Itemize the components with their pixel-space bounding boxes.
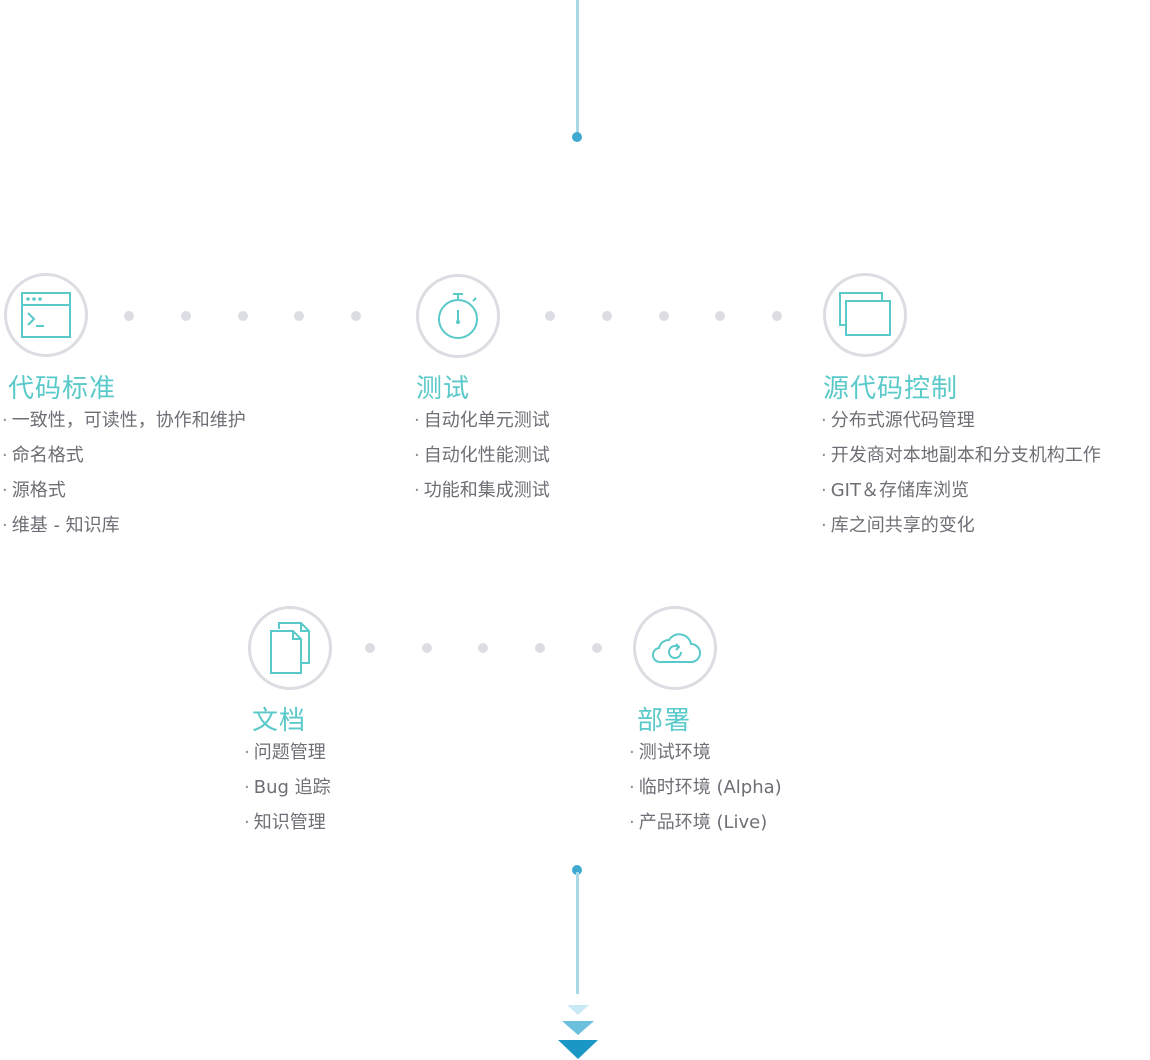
connector-dot — [478, 643, 488, 653]
connector-dot — [365, 643, 375, 653]
documentation-title: 文档 — [252, 706, 307, 736]
deployment-title: 部署 — [637, 706, 692, 736]
testing-icon-circle — [416, 274, 500, 358]
list-item: ·自动化单元测试 — [414, 410, 550, 431]
code-standards-title: 代码标准 — [8, 374, 117, 404]
list-item: ·问题管理 — [244, 742, 326, 763]
deployment-list: ·测试环境 ·临时环境 (Alpha) ·产品环境 (Live) — [629, 741, 782, 846]
code-standards-icon-circle — [4, 273, 88, 357]
chevron-down-icon — [558, 1040, 598, 1059]
list-item: ·库之间共享的变化 — [821, 515, 975, 536]
deployment-icon-circle — [633, 606, 717, 690]
list-item: ·知识管理 — [244, 812, 326, 833]
terminal-window-icon — [21, 292, 71, 338]
connector-dot — [124, 311, 134, 321]
list-item: ·Bug 追踪 — [244, 777, 331, 798]
list-item: ·分布式源代码管理 — [821, 410, 975, 431]
list-item: ·自动化性能测试 — [414, 445, 550, 466]
connector-dot — [602, 311, 612, 321]
source-control-list: ·分布式源代码管理 ·开发商对本地副本和分支机构工作 ·GIT＆存储库浏览 ·库… — [821, 409, 1101, 549]
list-item: ·临时环境 (Alpha) — [629, 777, 782, 798]
connector-dot — [659, 311, 669, 321]
connector-dot — [772, 311, 782, 321]
list-item: ·开发商对本地副本和分支机构工作 — [821, 445, 1101, 466]
chevron-down-icon — [567, 1005, 589, 1015]
connector-dot — [422, 643, 432, 653]
connector-dot — [715, 311, 725, 321]
connector-dot — [592, 643, 602, 653]
source-control-title: 源代码控制 — [823, 374, 959, 404]
documentation-icon-circle — [248, 606, 332, 690]
list-item: ·产品环境 (Live) — [629, 812, 768, 833]
connector-dot — [351, 311, 361, 321]
chevron-down-icon — [562, 1021, 594, 1035]
list-item: ·维基 - 知识库 — [2, 515, 120, 536]
testing-title: 测试 — [416, 374, 471, 404]
source-control-icon-circle — [823, 273, 907, 357]
list-item: ·源格式 — [2, 480, 66, 501]
list-item: ·命名格式 — [2, 445, 84, 466]
list-item: ·功能和集成测试 — [414, 480, 550, 501]
stacked-windows-icon — [839, 292, 891, 336]
connector-dot — [294, 311, 304, 321]
connector-dot — [535, 643, 545, 653]
connector-dot — [238, 311, 248, 321]
bottom-flow-dot — [572, 865, 582, 875]
list-item: ·测试环境 — [629, 742, 711, 763]
stopwatch-icon — [438, 293, 478, 339]
code-standards-list: ·一致性，可读性，协作和维护 ·命名格式 ·源格式 ·维基 - 知识库 — [2, 409, 246, 549]
top-flow-dot — [572, 132, 582, 142]
cloud-refresh-icon — [651, 633, 701, 664]
connector-dot — [181, 311, 191, 321]
connector-dot — [545, 311, 555, 321]
bottom-flow-line — [576, 872, 579, 994]
list-item: ·一致性，可读性，协作和维护 — [2, 410, 246, 431]
list-item: ·GIT＆存储库浏览 — [821, 480, 969, 501]
testing-list: ·自动化单元测试 ·自动化性能测试 ·功能和集成测试 — [414, 409, 550, 514]
documents-icon — [270, 622, 310, 674]
documentation-list: ·问题管理 ·Bug 追踪 ·知识管理 — [244, 741, 331, 846]
top-flow-line — [576, 0, 579, 134]
